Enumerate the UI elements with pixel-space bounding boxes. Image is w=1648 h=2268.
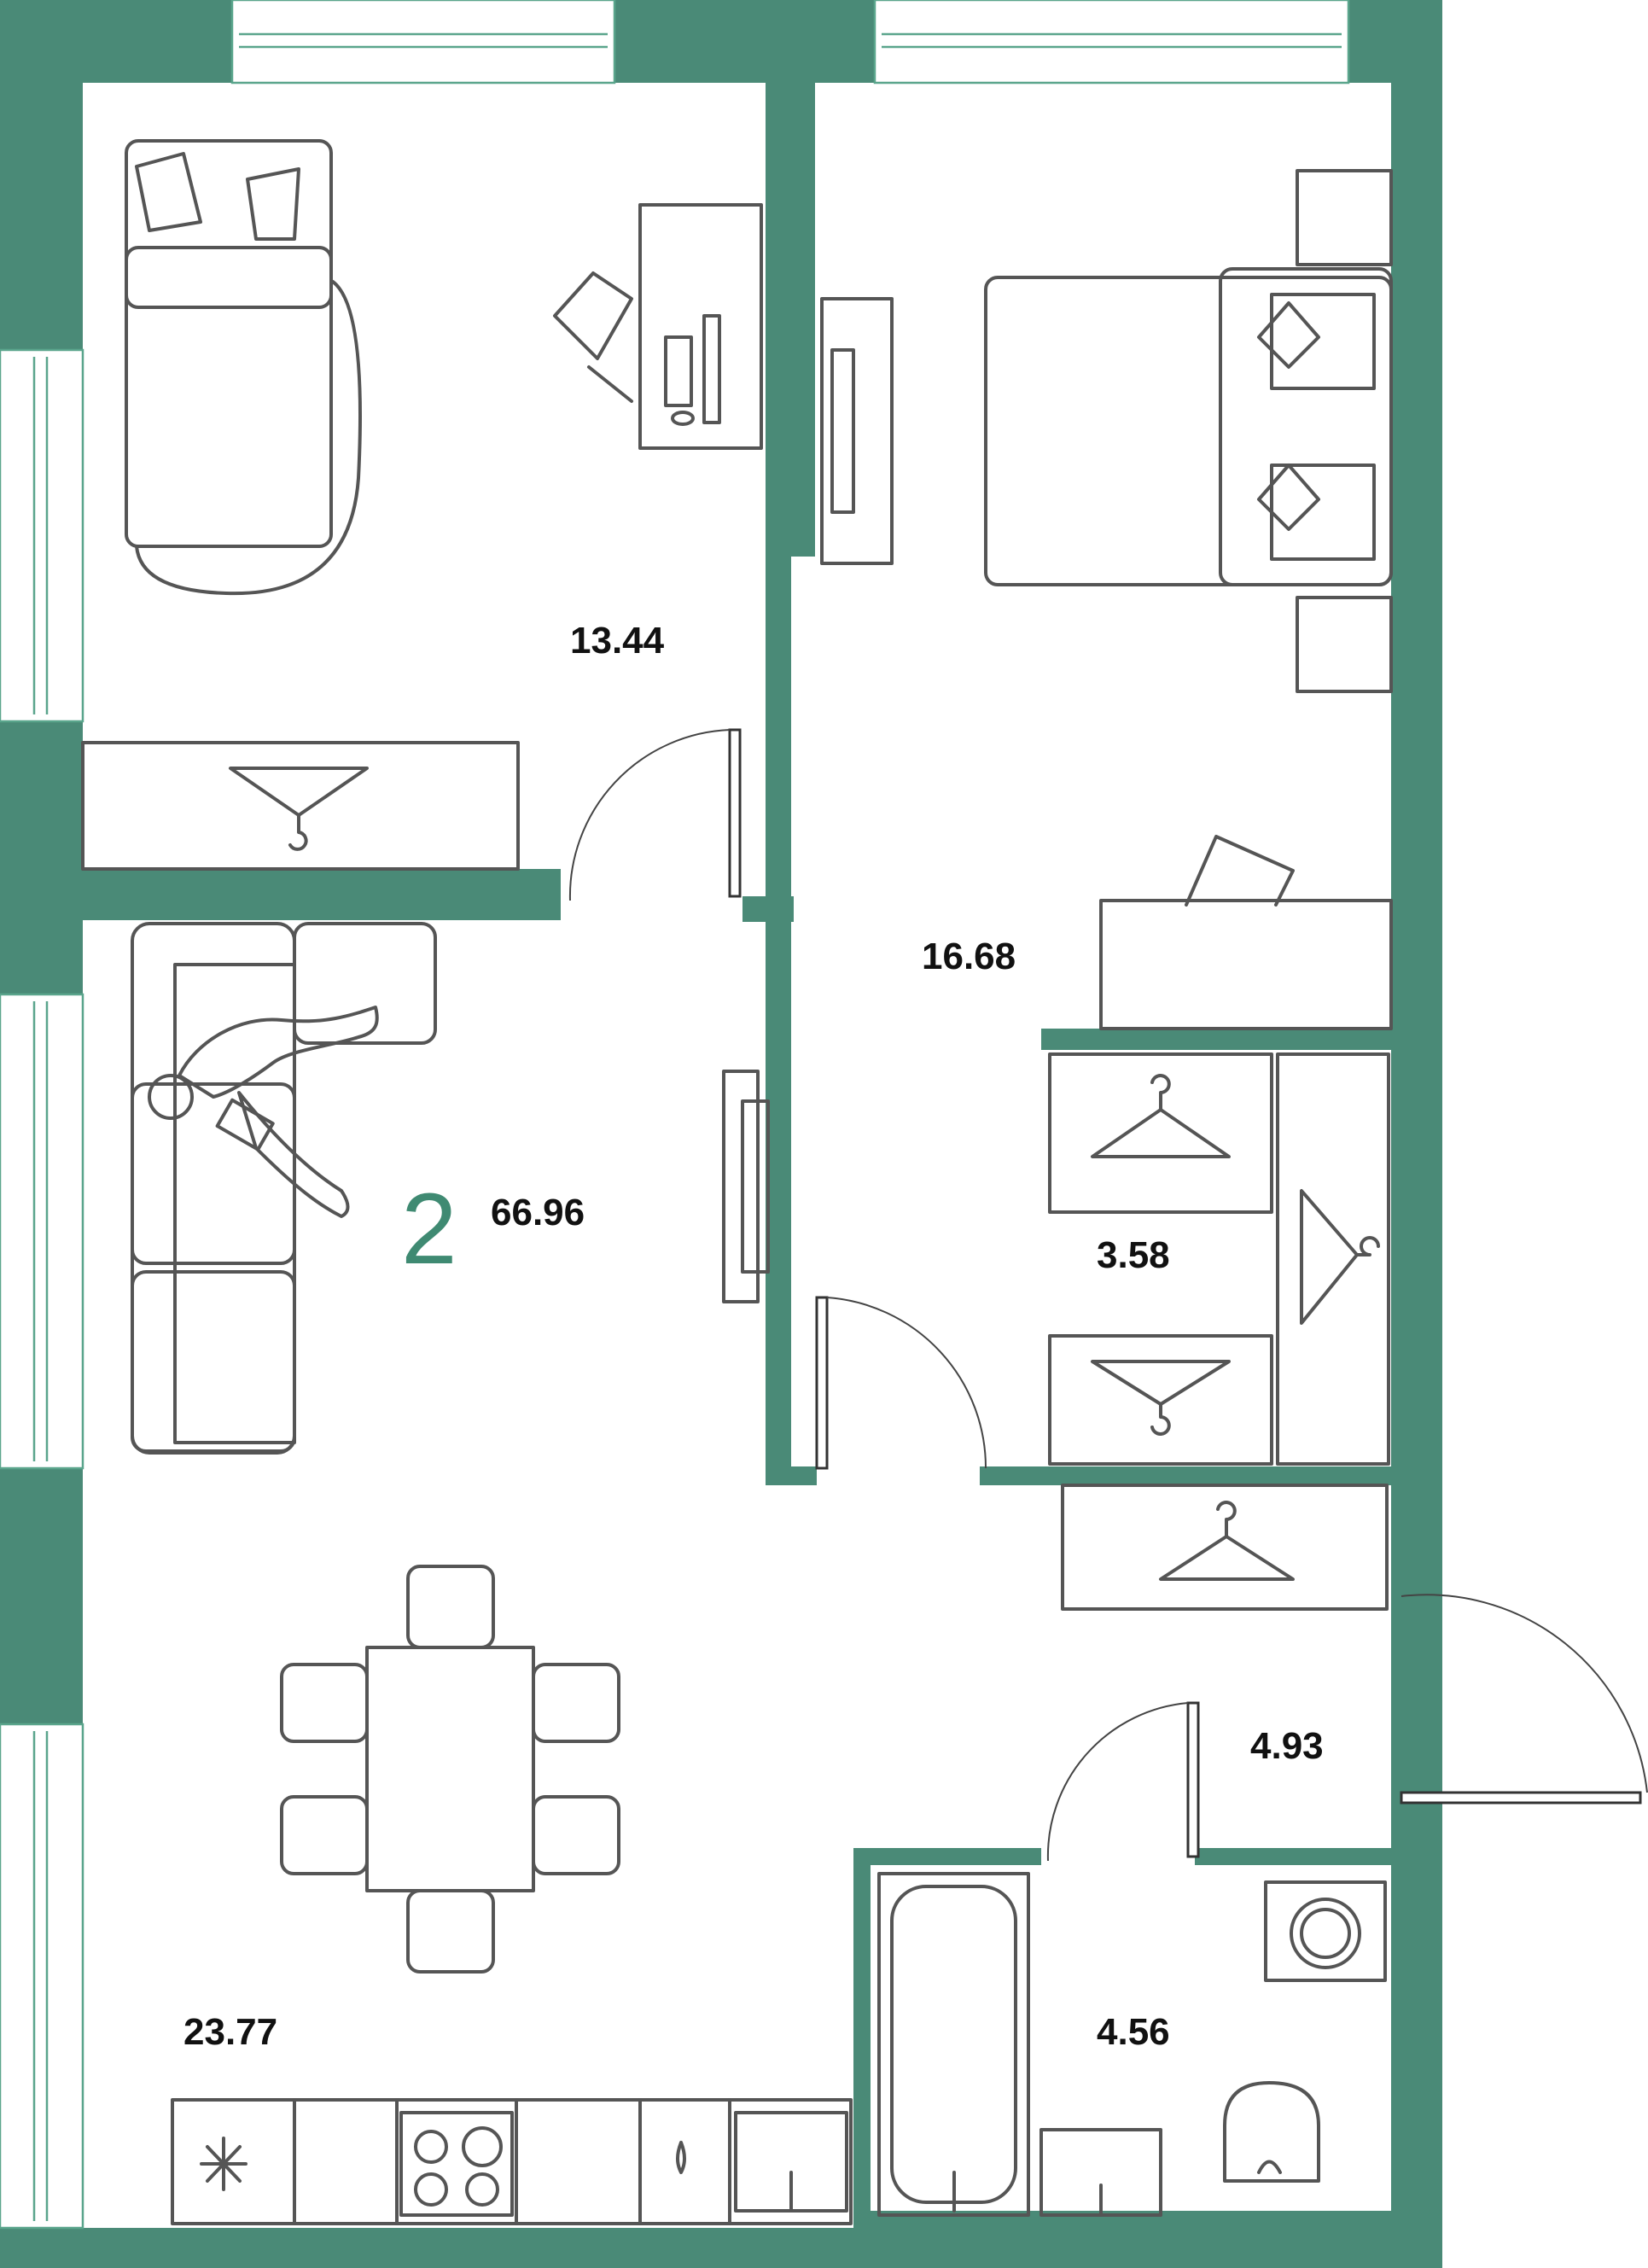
room-area-bathroom: 4.56 bbox=[1097, 2011, 1170, 2053]
wardrobe-hanger bbox=[81, 741, 520, 871]
room-area-bedroom-large: 16.68 bbox=[922, 936, 1016, 977]
room-area-bedroom-small: 13.44 bbox=[570, 620, 665, 662]
total-area: 66.96 bbox=[491, 1192, 585, 1233]
bathtub bbox=[877, 1872, 1030, 2217]
tv bbox=[820, 297, 894, 565]
tv bbox=[722, 1070, 770, 1303]
rooms-count: 2 bbox=[401, 1173, 457, 1286]
pillow-icon bbox=[135, 152, 300, 241]
desk bbox=[1099, 899, 1393, 1030]
nightstand bbox=[1296, 169, 1393, 693]
stove bbox=[399, 2111, 514, 2217]
walls bbox=[0, 0, 1442, 2268]
desk bbox=[638, 203, 763, 450]
dining-table bbox=[365, 1646, 535, 1892]
sofa bbox=[131, 922, 437, 1455]
bed bbox=[125, 139, 362, 596]
wardrobe-hanger bbox=[1048, 1052, 1390, 1611]
refrigerator bbox=[200, 2137, 247, 2191]
doors bbox=[568, 728, 1648, 1862]
pillow-icon bbox=[1257, 293, 1376, 561]
room-area-wardrobe: 3.58 bbox=[1097, 1234, 1170, 1276]
office-chair bbox=[1185, 835, 1295, 907]
windows bbox=[0, 0, 1350, 2230]
kitchen-counter bbox=[171, 2098, 853, 2225]
washing-machine bbox=[1264, 1880, 1387, 1982]
sink bbox=[676, 2111, 848, 2213]
sink bbox=[1039, 2128, 1162, 2217]
room-area-hallway: 4.93 bbox=[1250, 1725, 1324, 1767]
office-chair bbox=[553, 271, 633, 403]
dining-chair bbox=[280, 1565, 620, 1974]
toilet bbox=[1223, 2081, 1320, 2183]
person-lounging bbox=[148, 1006, 379, 1218]
double-bed bbox=[984, 267, 1393, 586]
room-area-kitchen-living: 23.77 bbox=[183, 2011, 277, 2053]
computer-monitor bbox=[664, 314, 721, 426]
